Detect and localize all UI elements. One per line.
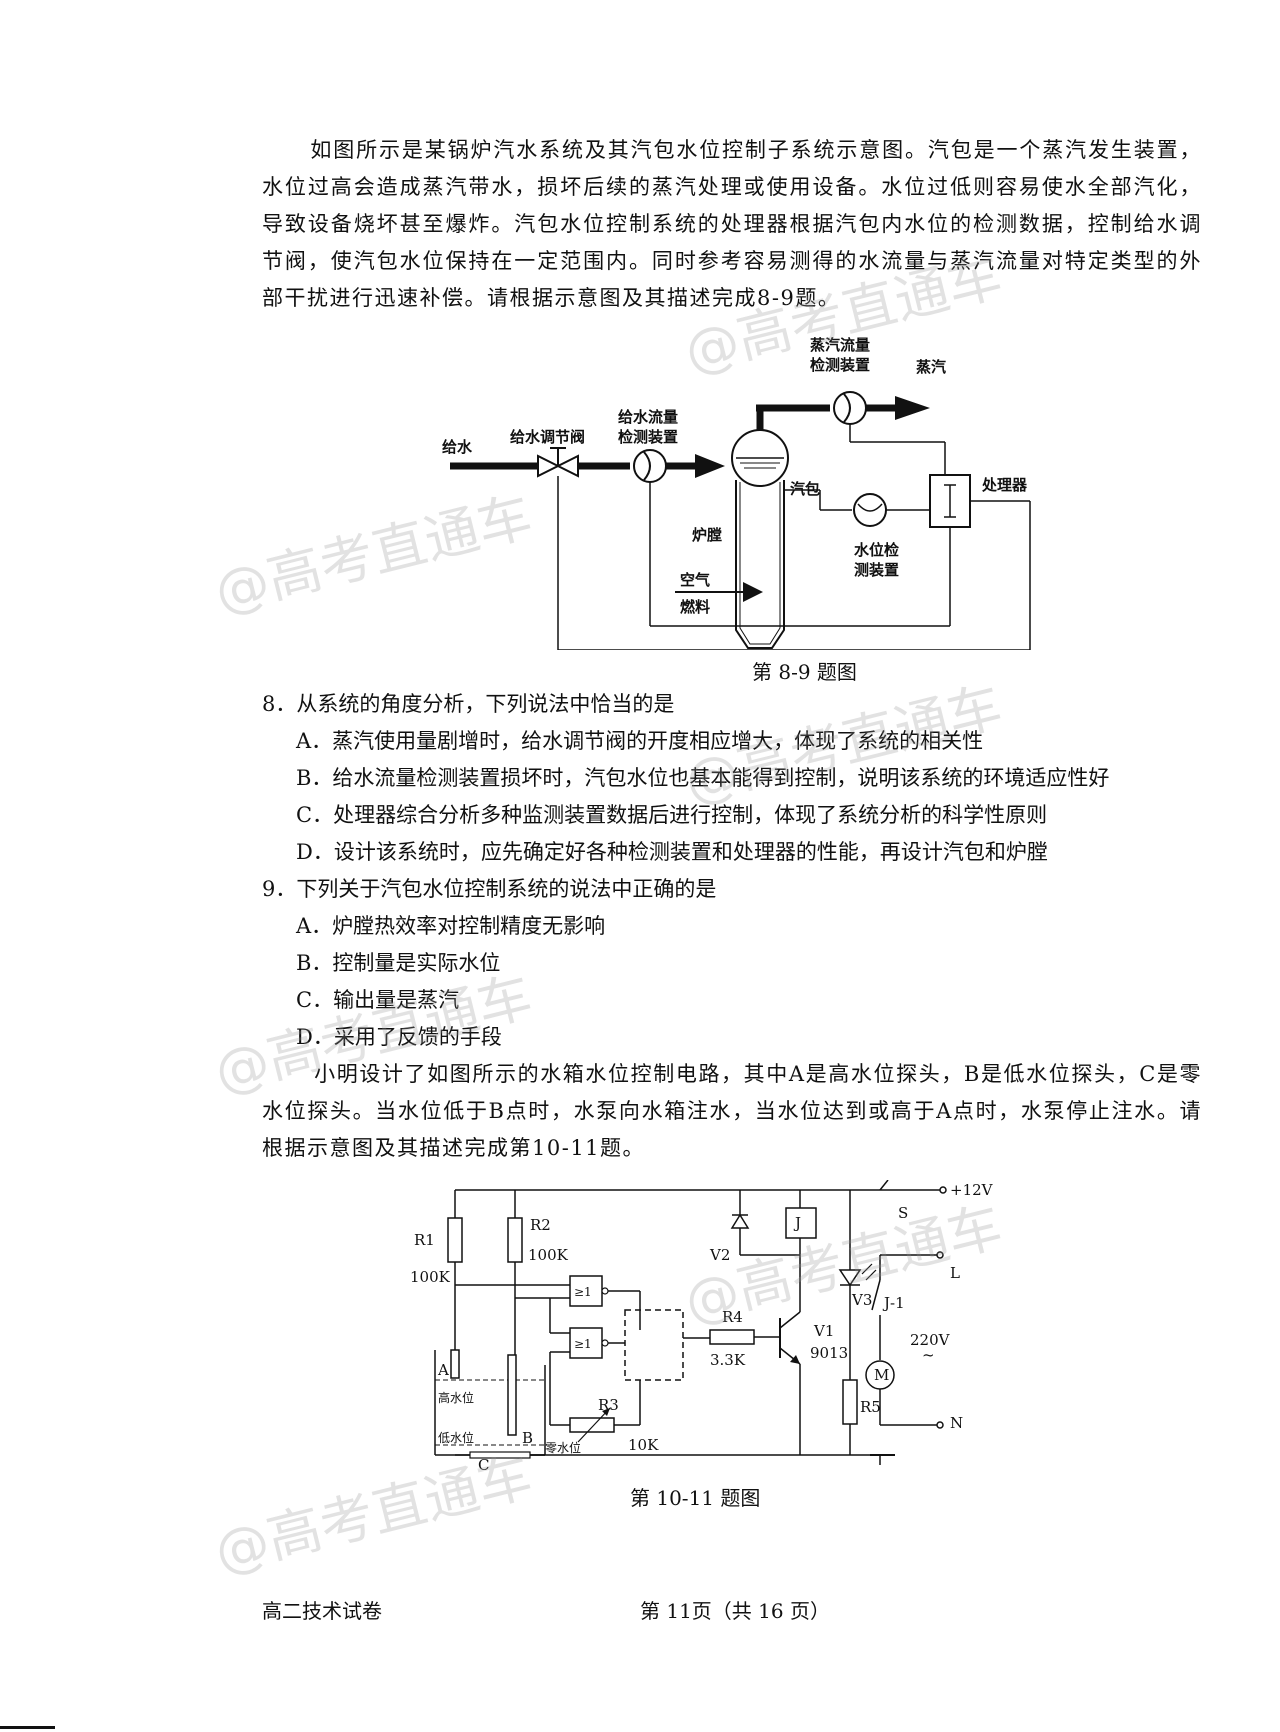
question-8-option-c: C．处理器综合分析多种监测装置数据后进行控制，体现了系统分析的科学性原则 — [296, 803, 1048, 827]
label-n: N — [950, 1414, 963, 1432]
label-gate-1: ≥1 — [574, 1285, 592, 1299]
figure-1-caption: 第 8-9 题图 — [752, 660, 857, 684]
label-steam-flow-2: 检测装置 — [810, 356, 870, 374]
intro-text-2: 小明设计了如图所示的水箱水位控制电路，其中A是高水位探头，B是低水位探头，C是零… — [262, 1062, 1202, 1160]
label-steam: 蒸汽 — [916, 358, 946, 376]
label-r1: R1 — [414, 1231, 435, 1249]
label-r3-value: 10K — [628, 1436, 659, 1454]
label-furnace: 炉膛 — [692, 526, 722, 544]
label-s: S — [898, 1204, 908, 1222]
question-9-stem: 9．下列关于汽包水位控制系统的说法中正确的是 — [262, 877, 717, 901]
scan-edge-mark — [0, 1726, 55, 1729]
label-v2: V2 — [709, 1246, 730, 1264]
label-r4-value: 3.3K — [710, 1351, 746, 1369]
label-drum: 汽包 — [790, 480, 820, 498]
label-r5: R5 — [860, 1398, 881, 1416]
intro-text-1: 如图所示是某锅炉汽水系统及其汽包水位控制子系统示意图。汽包是一个蒸汽发生装置，水… — [262, 138, 1202, 310]
figure-2-caption: 第 10-11 题图 — [630, 1486, 761, 1510]
label-r1-value: 100K — [410, 1268, 451, 1286]
label-processor: 处理器 — [981, 476, 1028, 494]
label-r2-value: 100K — [528, 1246, 569, 1264]
footer-page-number: 第 11页（共 16 页） — [640, 1599, 830, 1623]
question-8-option-a: A．蒸汽使用量剧增时，给水调节阀的开度相应增大，体现了系统的相关性 — [296, 729, 984, 753]
label-feed-water: 给水 — [442, 438, 473, 456]
label-probe-b: B — [522, 1429, 533, 1447]
footer-title: 高二技术试卷 — [262, 1599, 382, 1623]
question-9-option-b: B．控制量是实际水位 — [296, 951, 501, 975]
label-r3: R3 — [598, 1396, 619, 1414]
label-feed-valve: 给水调节阀 — [510, 428, 585, 446]
label-v1-value: 9013 — [810, 1344, 848, 1362]
label-level-2: 测装置 — [854, 561, 899, 579]
question-8-stem: 8．从系统的角度分析，下列说法中恰当的是 — [262, 692, 675, 716]
label-v1: V1 — [813, 1322, 834, 1340]
label-r2: R2 — [530, 1216, 551, 1234]
intro-paragraph-2: 小明设计了如图所示的水箱水位控制电路，其中A是高水位探头，B是低水位探头，C是零… — [262, 1056, 1202, 1167]
question-8-option-b: B．给水流量检测装置损坏时，汽包水位也基本能得到控制，说明该系统的环境适应性好 — [296, 766, 1110, 790]
intro-paragraph-1: 如图所示是某锅炉汽水系统及其汽包水位控制子系统示意图。汽包是一个蒸汽发生装置，水… — [262, 132, 1202, 317]
label-r4: R4 — [722, 1308, 743, 1326]
label-gate-2: ≥1 — [574, 1337, 592, 1351]
question-9-option-c: C．输出量是蒸汽 — [296, 988, 460, 1012]
label-feed-flow-2: 检测装置 — [618, 428, 678, 446]
question-9-option-a: A．炉膛热效率对控制精度无影响 — [296, 914, 606, 938]
label-l: L — [950, 1264, 960, 1282]
label-vcc: +12V — [950, 1181, 994, 1199]
circuit-diagram: R1 100K R2 100K ≥1 ≥1 R4 3.3K R3 10K V1 … — [410, 1180, 994, 1474]
label-level-1: 水位检 — [854, 541, 899, 559]
label-ac-tilde: ~ — [922, 1346, 935, 1364]
label-220v: 220V — [910, 1331, 951, 1349]
label-j1: J-1 — [882, 1294, 905, 1312]
label-feed-flow-1: 给水流量 — [618, 408, 678, 426]
label-air: 空气 — [680, 571, 710, 589]
question-9-option-d: D．采用了反馈的手段 — [296, 1025, 502, 1049]
label-high-level: 高水位 — [438, 1390, 474, 1405]
label-j: J — [793, 1214, 801, 1232]
label-probe-c: C — [478, 1456, 489, 1474]
label-v3: V3 — [851, 1291, 872, 1309]
label-motor: M — [874, 1366, 889, 1384]
label-steam-flow-1: 蒸汽流量 — [810, 336, 870, 354]
label-zero-level: 零水位 — [545, 1440, 581, 1455]
question-8-option-d: D．设计该系统时，应先确定好各种检测装置和处理器的性能，再设计汽包和炉膛 — [296, 840, 1048, 864]
label-fuel: 燃料 — [680, 598, 710, 616]
label-low-level: 低水位 — [438, 1430, 474, 1445]
boiler-diagram: 给水 给水调节阀 给水流量 检测装置 蒸汽流量 检测装置 蒸汽 汽包 处理器 炉… — [442, 336, 1031, 650]
label-probe-a: A — [437, 1361, 449, 1379]
